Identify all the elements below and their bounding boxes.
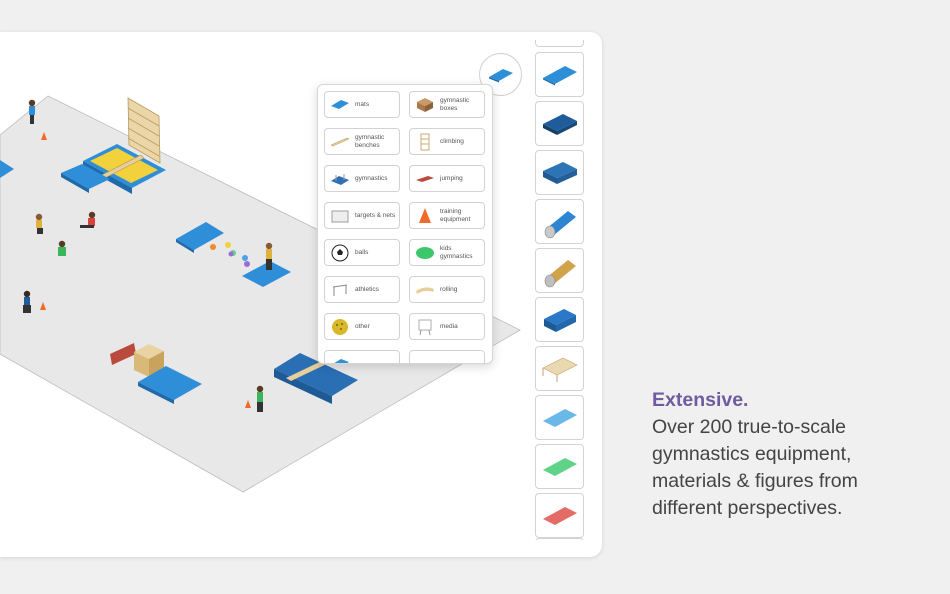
category-gymnastic-boxes[interactable]: gymnastic boxes — [409, 91, 485, 118]
roll-mat-icon — [544, 210, 576, 238]
equipment-blue-wedge-mat[interactable] — [535, 297, 584, 342]
hall-floor — [0, 95, 521, 493]
category-label: kids gymnastics — [440, 245, 473, 260]
cone-2[interactable] — [40, 302, 46, 310]
mat-left-edge[interactable] — [0, 160, 14, 178]
gym-hall-canvas[interactable] — [0, 32, 602, 557]
mat-icon — [542, 113, 577, 135]
category-partial-2[interactable] — [409, 350, 485, 363]
equipment-rail[interactable] — [535, 40, 586, 540]
ball-yellow-icon — [329, 317, 351, 337]
blue-mat-3[interactable] — [242, 261, 291, 287]
mat-icon — [542, 457, 577, 476]
figure-4[interactable] — [58, 240, 66, 256]
blue-mat-1[interactable] — [61, 164, 110, 193]
caption-body: Over 200 true-to-scale gymnastics equipm… — [652, 416, 858, 519]
cone-1[interactable] — [41, 132, 47, 140]
category-label: gymnastic benches — [355, 134, 385, 149]
figure-3[interactable] — [80, 211, 96, 228]
bench-icon — [329, 132, 351, 152]
category-toggle-button[interactable] — [479, 53, 522, 96]
equipment-blue-roll-mat[interactable] — [535, 199, 584, 244]
category-jumping[interactable]: jumping — [409, 165, 485, 192]
equipment-yellow-roll-mat[interactable] — [535, 248, 584, 293]
blue-mat-4[interactable] — [138, 366, 202, 404]
rolling-board-icon — [414, 280, 436, 300]
figure-6[interactable] — [265, 242, 273, 270]
category-label: jumping — [440, 174, 463, 182]
category-label: targets & nets — [355, 211, 396, 219]
marketing-caption: Extensive. Over 200 true-to-scale gymnas… — [652, 389, 942, 522]
equipment-tile-partial[interactable] — [535, 40, 584, 47]
soccer-ball-icon — [329, 243, 351, 263]
blue-mat-2[interactable] — [176, 222, 224, 253]
category-label: gymnastic boxes — [440, 97, 470, 112]
category-other[interactable]: other — [324, 313, 400, 340]
mat-icon — [488, 68, 513, 82]
category-balls[interactable]: balls — [324, 239, 400, 266]
category-label: gymnastics — [355, 174, 388, 182]
equipment-tile-partial-bottom[interactable] — [535, 538, 584, 540]
category-label: balls — [355, 248, 369, 256]
frame-mat-icon — [541, 357, 578, 382]
category-athletics[interactable]: athletics — [324, 276, 400, 303]
category-training-equipment[interactable]: training equipment — [409, 202, 485, 229]
category-popover: mats gymnastic boxes gymnastic benches c… — [317, 84, 493, 364]
marker-disc-blue[interactable] — [242, 255, 248, 261]
springboard-icon — [414, 169, 436, 189]
mat-icon — [329, 95, 351, 115]
gymnastic-box-icon — [414, 95, 436, 115]
category-rolling[interactable]: rolling — [409, 276, 485, 303]
equipment-green-mat[interactable] — [535, 444, 584, 489]
category-label: training equipment — [440, 208, 471, 223]
equipment-thick-dark-blue-mat[interactable] — [535, 101, 584, 146]
category-targets-nets[interactable]: targets & nets — [324, 202, 400, 229]
mat-icon — [542, 408, 577, 427]
goal-net-icon — [329, 206, 351, 226]
climbing-frame-icon — [414, 132, 436, 152]
equipment-light-blue-mat[interactable] — [535, 395, 584, 440]
gymnastics-apparatus-icon — [329, 169, 351, 189]
app-window: mats gymnastic boxes gymnastic benches c… — [0, 32, 602, 557]
equipment-thin-blue-mat[interactable] — [535, 52, 584, 97]
category-mats[interactable]: mats — [324, 91, 400, 118]
mat-icon — [329, 354, 351, 363]
category-climbing[interactable]: climbing — [409, 128, 485, 155]
cone-icon — [414, 206, 436, 226]
mat-icon — [542, 506, 577, 525]
marker-disc-orange[interactable] — [210, 244, 216, 250]
roll-mat-icon — [544, 259, 576, 287]
mat-icon — [542, 161, 577, 184]
category-gymnastic-benches[interactable]: gymnastic benches — [324, 128, 400, 155]
hurdle-icon — [329, 280, 351, 300]
equipment-red-mat[interactable] — [535, 493, 584, 538]
category-label: mats — [355, 100, 370, 108]
category-gymnastics[interactable]: gymnastics — [324, 165, 400, 192]
caption-heading: Extensive. — [652, 389, 749, 411]
equipment-blue-crash-mat[interactable] — [535, 150, 584, 195]
cone-3[interactable] — [245, 400, 251, 408]
category-media[interactable]: media — [409, 313, 485, 340]
category-label: athletics — [355, 285, 379, 293]
wedge-mat-icon — [543, 308, 576, 332]
figure-2[interactable] — [35, 213, 43, 234]
figure-5[interactable] — [23, 290, 31, 313]
disc-icon — [414, 243, 436, 263]
category-partial-1[interactable] — [324, 350, 400, 363]
wall-bars[interactable] — [127, 97, 161, 164]
category-kids-gymnastics[interactable]: kids gymnastics — [409, 239, 485, 266]
category-label: media — [440, 322, 458, 330]
equipment-wooden-frame-mat[interactable] — [535, 346, 584, 391]
marker-disc-yellow[interactable] — [225, 242, 231, 248]
marker-disc-purple-2[interactable] — [244, 261, 250, 267]
whiteboard-icon — [414, 317, 436, 337]
figure-1[interactable] — [28, 99, 36, 124]
figure-7[interactable] — [256, 385, 264, 412]
marker-disc-purple[interactable] — [228, 251, 234, 257]
mat-icon — [542, 65, 577, 85]
category-label: other — [355, 322, 370, 330]
category-label: climbing — [440, 137, 464, 145]
category-label: rolling — [440, 285, 458, 293]
